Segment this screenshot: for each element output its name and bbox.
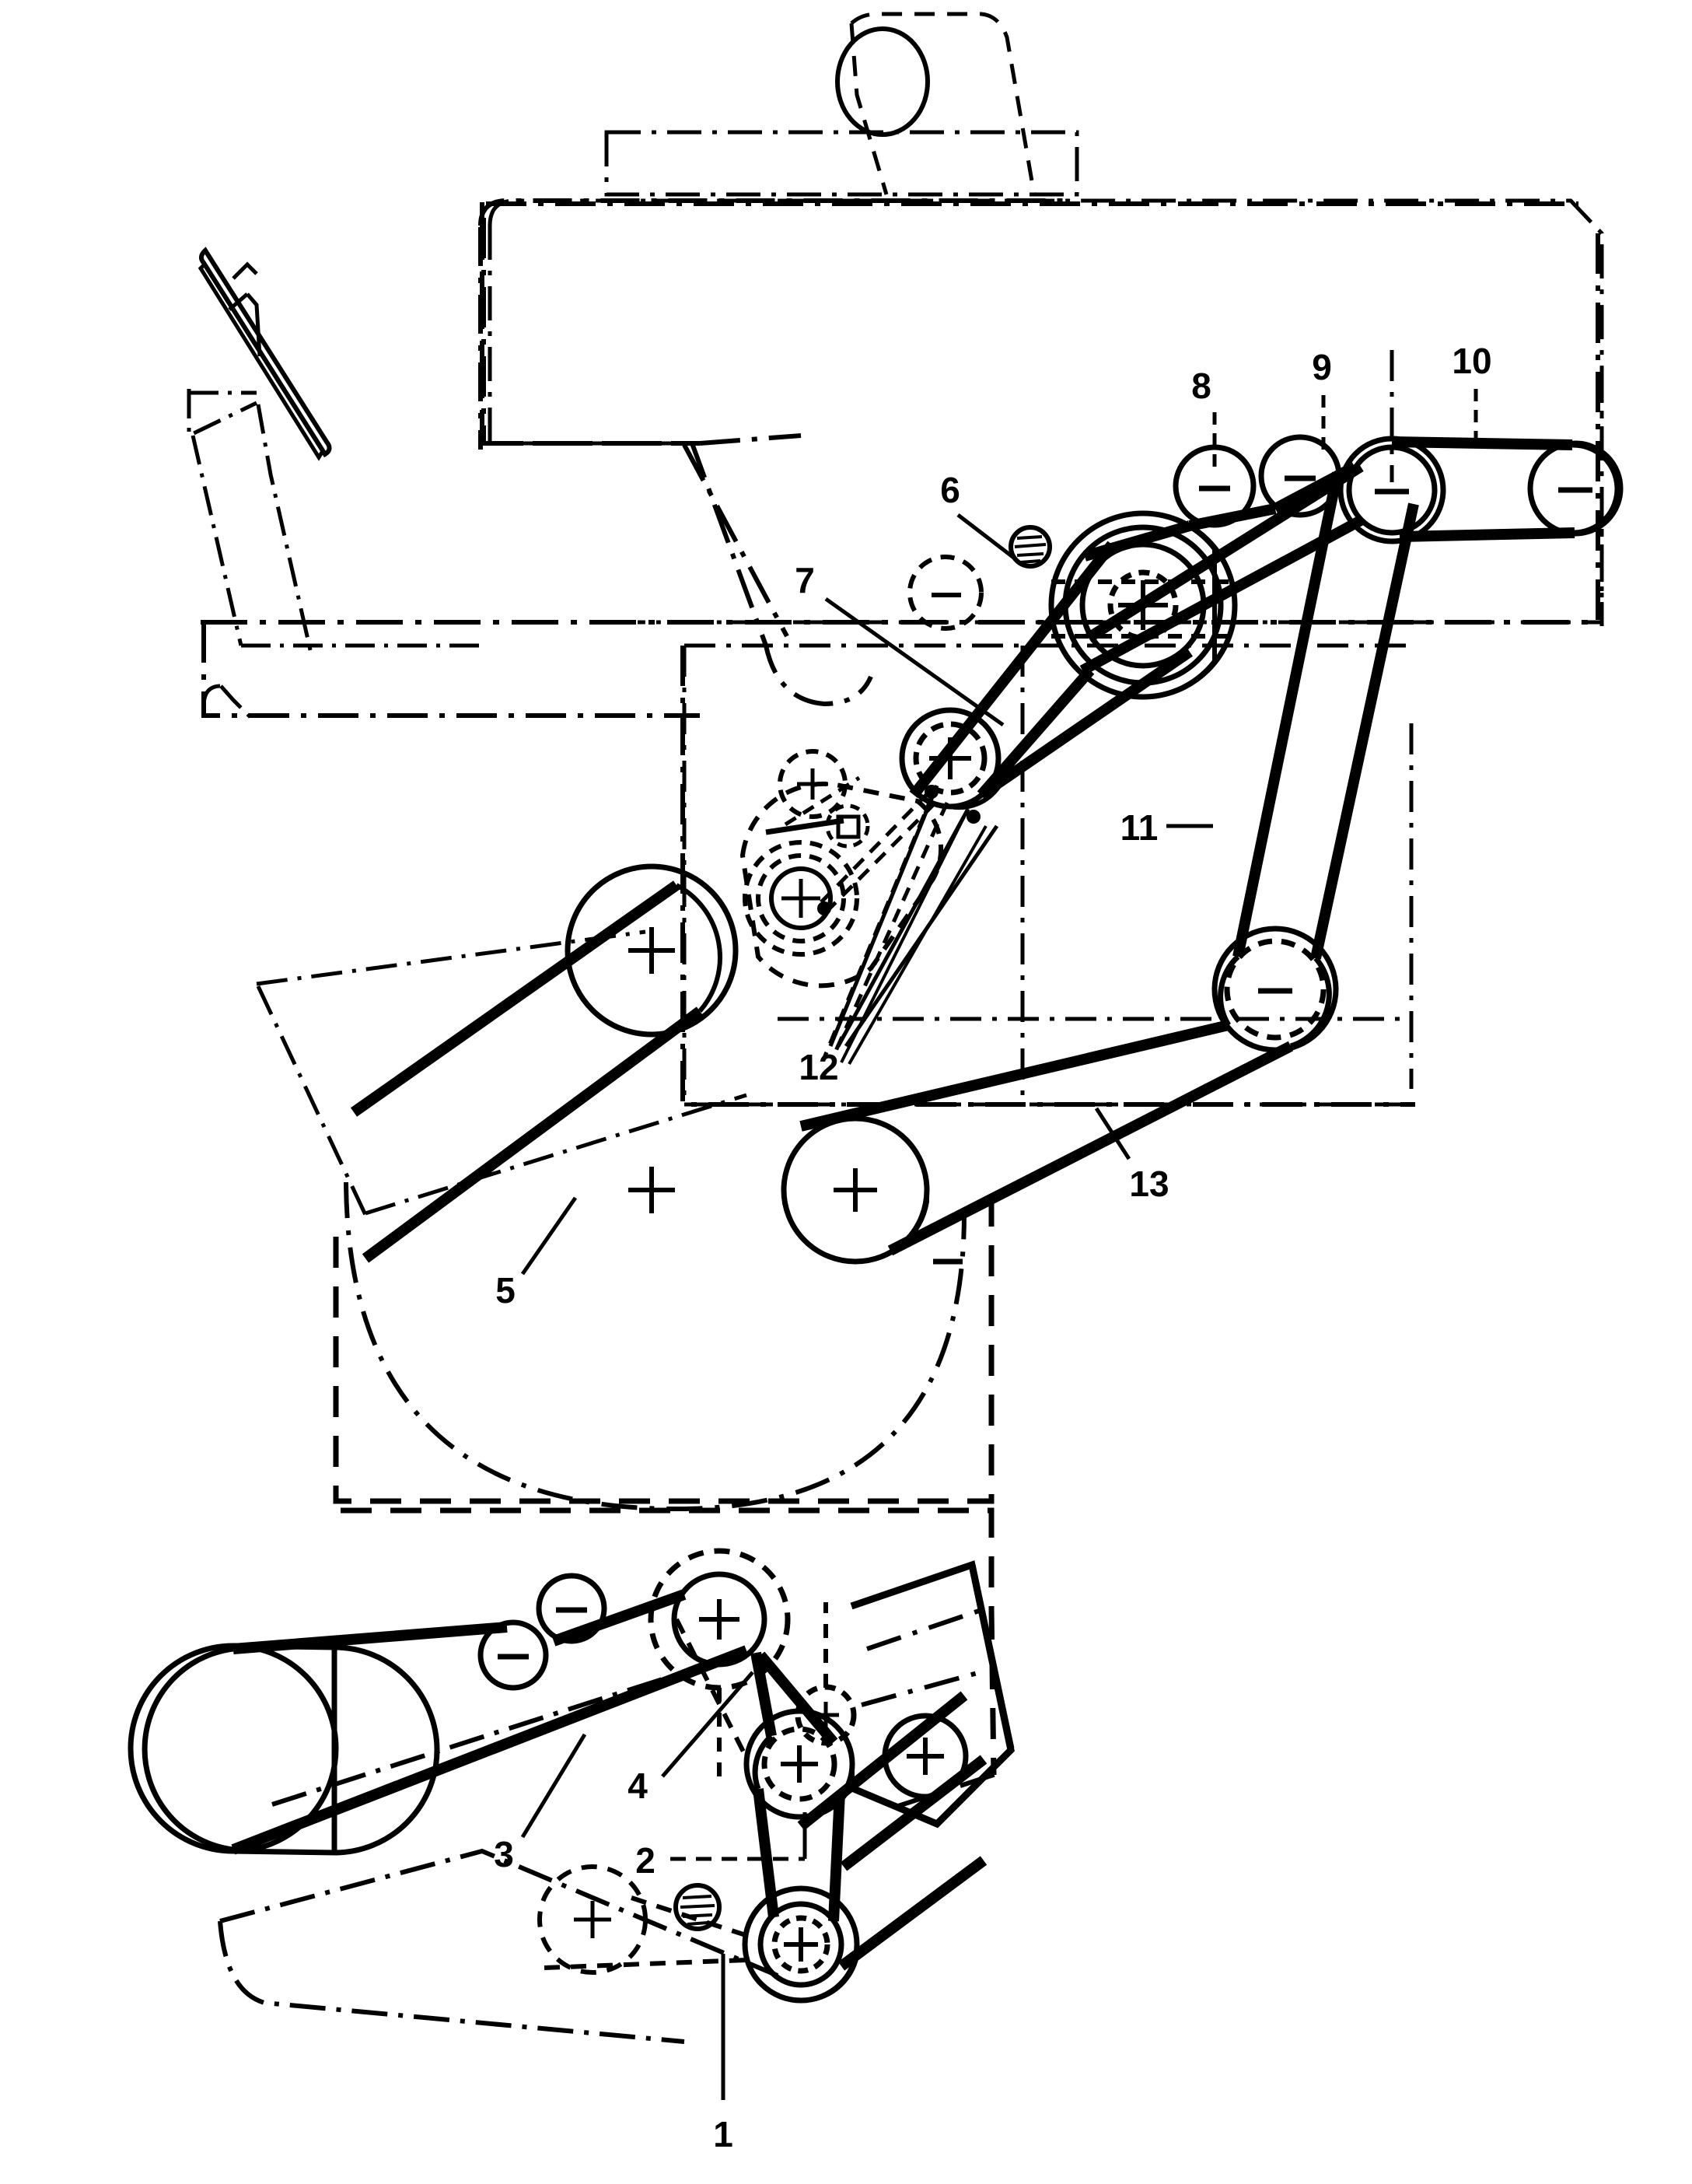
callout-6: 6 [940, 470, 960, 510]
header-drum-face [334, 1644, 440, 1856]
idler-small-b [536, 1573, 607, 1644]
pulley-1 [742, 1885, 860, 2004]
pulley-right [882, 1713, 969, 1800]
idler-pulley-10 [1527, 440, 1624, 537]
lower-right-panel-inner [861, 1608, 1004, 1808]
steering-support-outline [187, 389, 482, 725]
header-outline [341, 1507, 997, 1776]
callout-12: 12 [799, 1047, 838, 1087]
chassis-outline [201, 622, 700, 718]
cluster-pulley-b [743, 840, 859, 957]
callout-10: 10 [1452, 341, 1491, 381]
callout-4: 4 [628, 1766, 648, 1806]
callout-5: 5 [495, 1270, 516, 1311]
lower-pulley-13 [781, 1115, 930, 1265]
hidden-pulley-left [537, 1864, 648, 1975]
belt-wrap-arcs-lower [142, 1646, 774, 1853]
callout-8: 8 [1191, 366, 1211, 406]
large-pulley-5 [565, 863, 739, 1038]
tensioner-hub-6 [1009, 525, 1052, 569]
feeder-house-outline [218, 1670, 779, 2044]
idler-pulley-11 [1211, 926, 1339, 1053]
callout-3: 3 [494, 1834, 514, 1874]
exhaust-stack-circle [835, 26, 930, 137]
idler-small-a [477, 1619, 549, 1691]
callout-2: 2 [635, 1840, 655, 1881]
idler-pulley-9 [1258, 434, 1342, 518]
cluster-dashed-envelope [739, 781, 944, 989]
pivot-dot-a [817, 901, 831, 915]
body-side-panel [480, 201, 1600, 707]
callout-7: 7 [795, 560, 815, 600]
cab-roof-outline [849, 12, 1037, 195]
header-drum [128, 1643, 339, 1856]
idler-pulley-6 [907, 555, 984, 631]
idler-pulley-8 [1173, 444, 1257, 528]
engine-drive-pulley [1048, 510, 1238, 700]
idler-pulley-9b [1337, 436, 1446, 544]
pivot-dot-c [967, 810, 981, 824]
tensioner-hub-2 [673, 1883, 722, 1931]
callout-9: 9 [1312, 347, 1332, 387]
callout-leaders [520, 389, 1478, 2100]
callout-13: 13 [1129, 1164, 1169, 1204]
inner-chassis-box [680, 646, 1415, 1107]
steering-wheel [199, 247, 332, 458]
callout-labels: 1 2 3 4 5 6 7 8 9 10 11 12 13 [494, 341, 1491, 2154]
mid-pulley-7 [899, 707, 1002, 810]
drive-belts-upper [350, 436, 1575, 1263]
lower-hidden-links [544, 1602, 828, 1970]
callout-11: 11 [1120, 807, 1159, 848]
center-reference-mark [628, 1167, 675, 1213]
rotor-housing-arc [344, 1181, 967, 1512]
left-support-frame [256, 929, 747, 1216]
left-frame-panel [333, 1198, 995, 1504]
callout-1: 1 [713, 2114, 733, 2154]
